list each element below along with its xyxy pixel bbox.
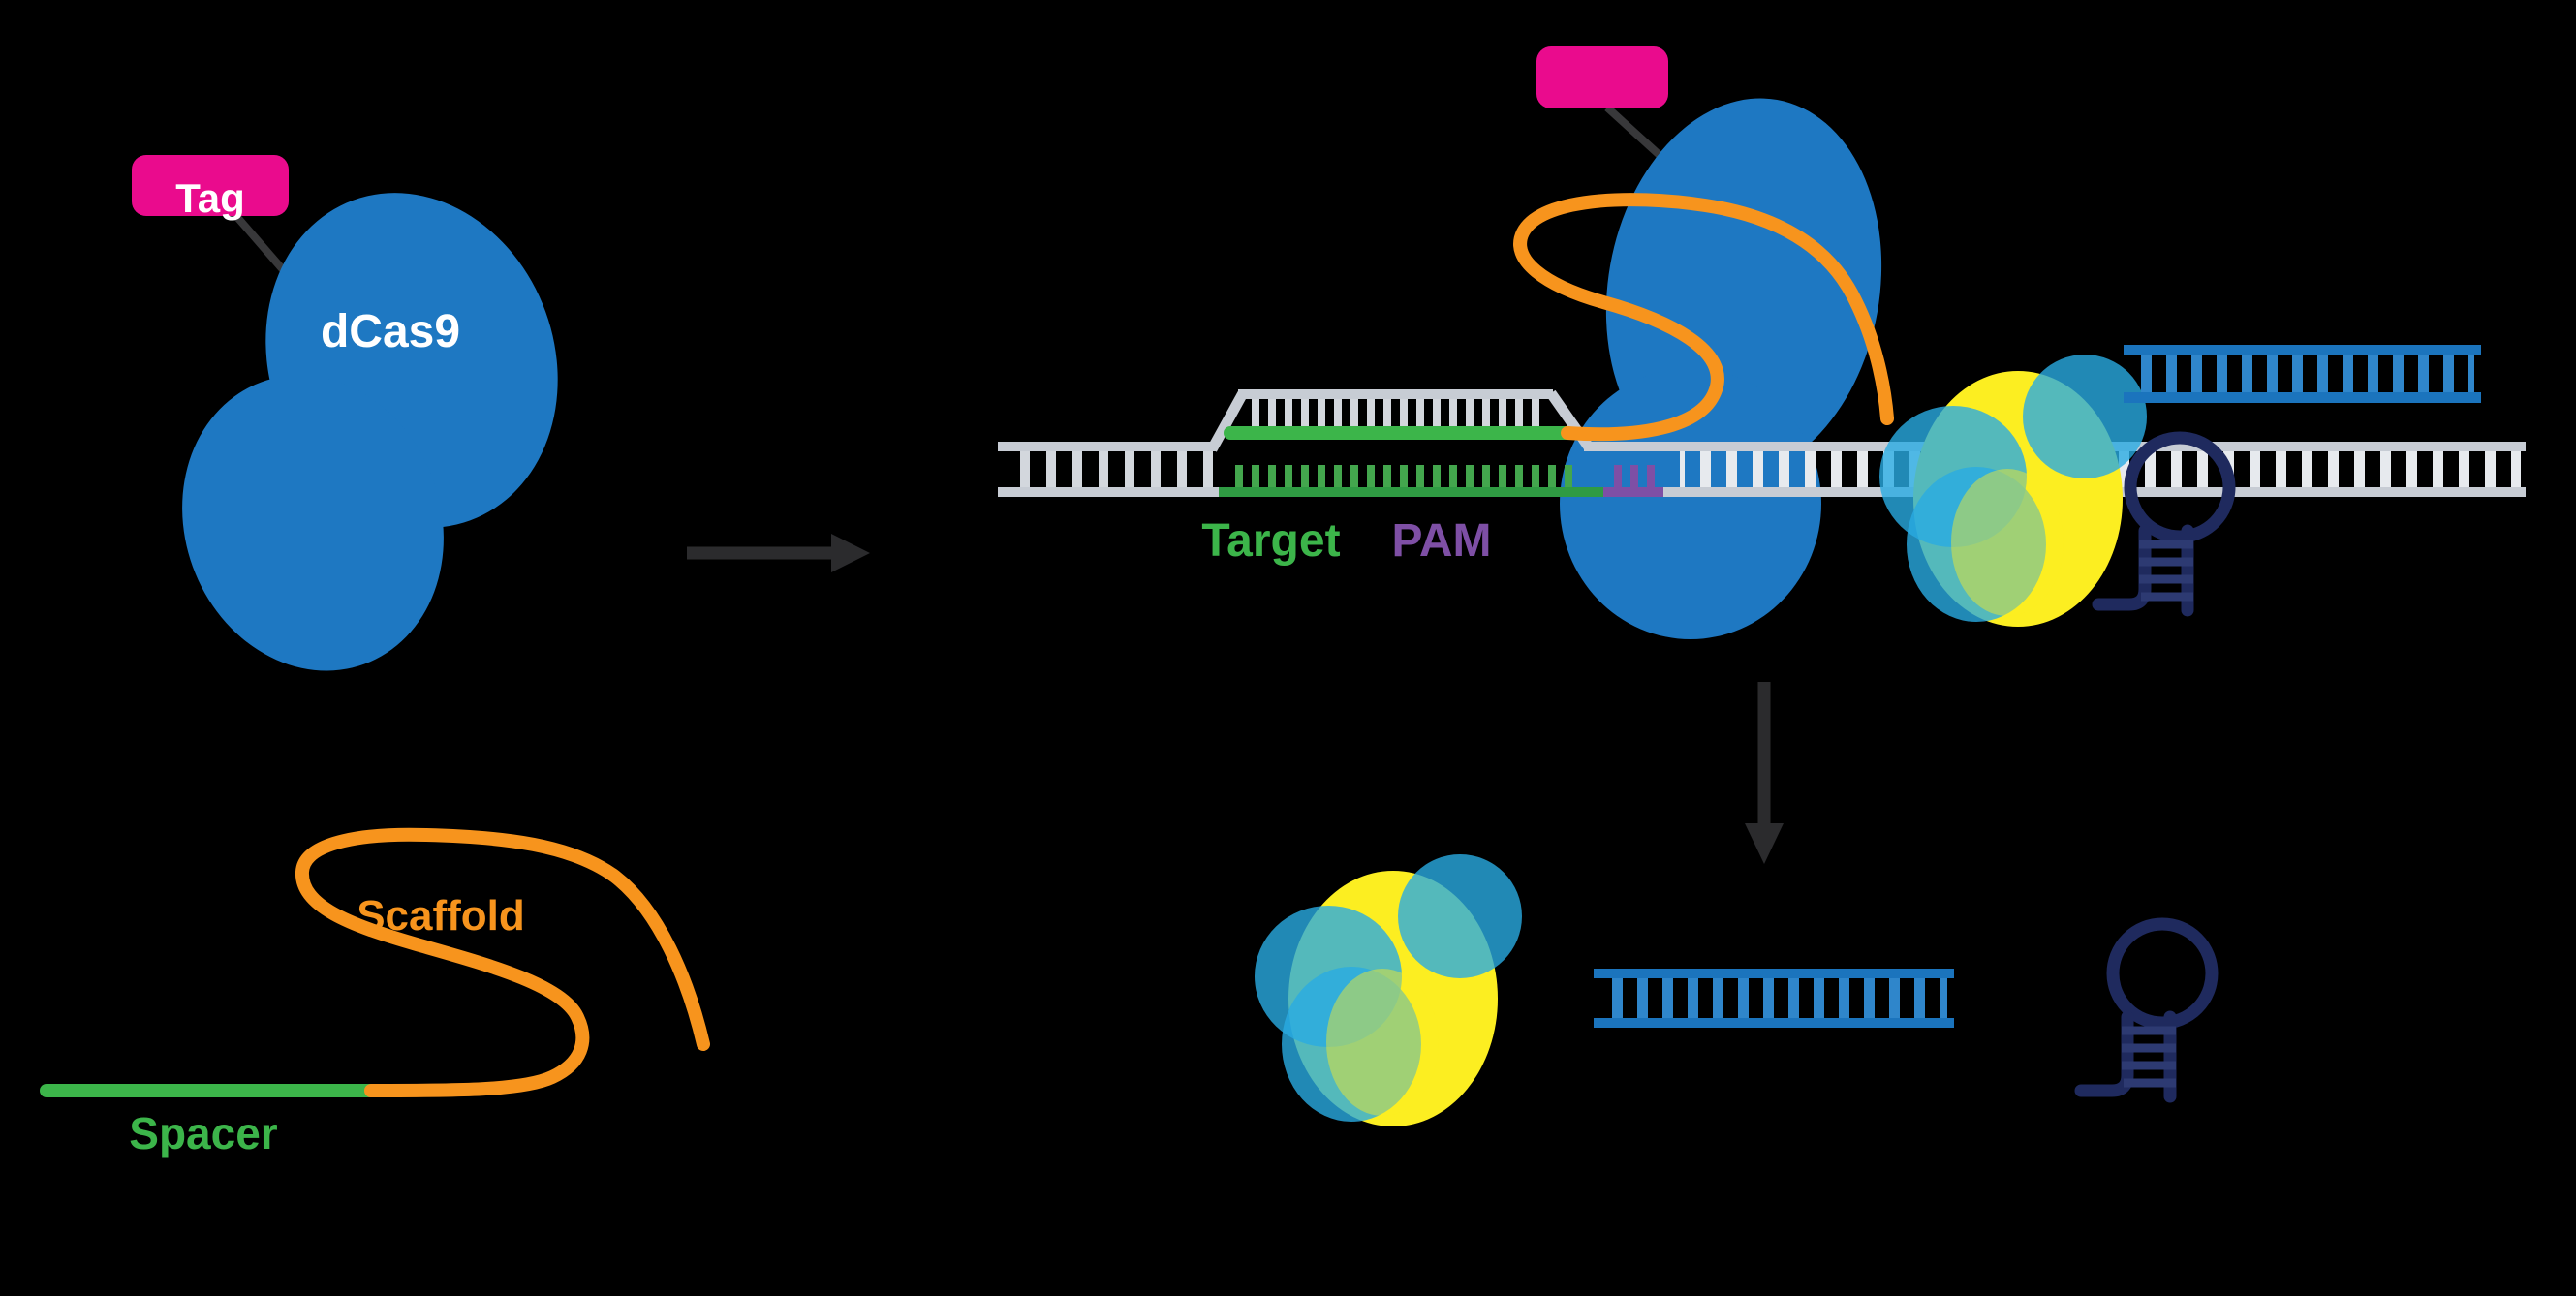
pam-label: PAM xyxy=(1391,515,1491,567)
step-arrow-down xyxy=(1745,682,1784,864)
target-label: Target xyxy=(1201,515,1340,567)
dna-target-strand xyxy=(1219,487,1603,497)
mrna-rail xyxy=(2124,392,2481,403)
panel-sgrna: Scaffold Spacer xyxy=(40,827,710,1158)
dna-top-rail-left xyxy=(998,442,1217,451)
sgrna-scaffold-curve xyxy=(295,827,710,1097)
hairpin-loop xyxy=(2124,431,2236,543)
mrna-rail xyxy=(1594,969,1954,978)
step-arrow-right xyxy=(687,534,870,572)
mrna-ladder-bottom xyxy=(1594,969,1954,1028)
mrna-rungs xyxy=(2130,355,2474,392)
tag-badge xyxy=(132,155,289,216)
dcas9-protein-lobe-lower xyxy=(182,375,444,671)
mrna-ladder-top xyxy=(2124,345,2481,403)
dna-pam-strand xyxy=(1603,487,1663,497)
mrna-rungs xyxy=(1600,978,1947,1018)
mrna-rail xyxy=(1594,1018,1954,1028)
polymerase-subunit xyxy=(1907,467,2046,622)
panel-binding: Target PAM xyxy=(998,46,2526,639)
tag-label: Tag xyxy=(175,175,245,221)
dcas9-protein-blob xyxy=(182,193,558,671)
polymerase-subunit-overlay xyxy=(1951,469,2064,616)
arrow-head xyxy=(1745,823,1784,864)
dna-pam-teeth xyxy=(1606,465,1660,487)
mrna-rail xyxy=(2124,345,2481,355)
tag-badge-unlabeled xyxy=(1536,46,1668,108)
rna-hairpin-top xyxy=(2092,431,2236,617)
dna-target-teeth xyxy=(1226,465,1572,487)
rna-polymerase-blocked xyxy=(1879,355,2147,627)
panel-termination xyxy=(1255,854,2219,1126)
dna-bottom-rail-left xyxy=(998,487,1219,497)
polymerase-subunit xyxy=(2023,355,2147,478)
polymerase-subunit xyxy=(1398,854,1522,978)
dna-bubble-raised-strand xyxy=(1238,389,1553,399)
panel-dcas9: Tag dCas9 xyxy=(132,155,558,671)
hairpin-loop xyxy=(2106,917,2219,1030)
grna-scaffold-bound-curve xyxy=(1513,193,1894,442)
polymerase-subunit xyxy=(1282,967,1421,1122)
dcas9-bound-lobe-lower xyxy=(1560,368,1821,639)
arrow-head xyxy=(831,534,870,572)
dna-bubble-slope-left xyxy=(1207,390,1248,452)
dna-rungs-left xyxy=(1009,451,1215,487)
rna-hairpin-bottom xyxy=(2074,917,2219,1103)
rna-polymerase-released xyxy=(1255,854,1522,1126)
dcas9-label: dCas9 xyxy=(321,306,460,357)
spacer-label: Spacer xyxy=(129,1108,278,1158)
scaffold-label: Scaffold xyxy=(357,892,525,940)
polymerase-subunit-overlay xyxy=(1326,969,1439,1116)
